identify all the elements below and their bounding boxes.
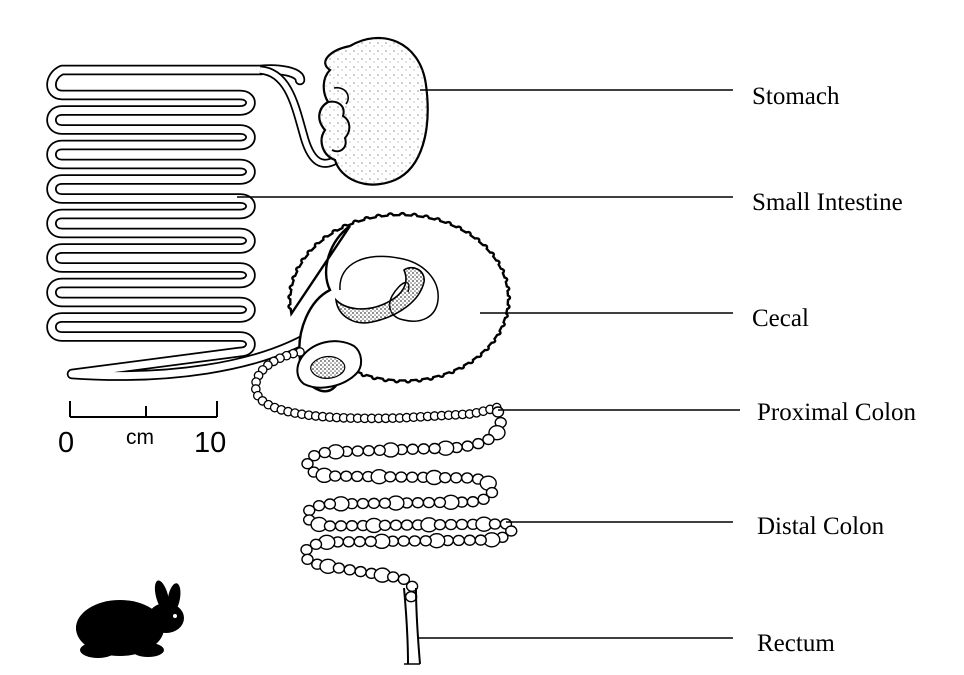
rabbit-icon — [76, 579, 184, 658]
label-distal-colon: Distal Colon — [757, 513, 885, 540]
scale-start: 0 — [58, 427, 74, 459]
scale-bar: 0 cm 10 — [58, 401, 226, 459]
label-cecal: Cecal — [752, 305, 809, 332]
label-rectum: Rectum — [757, 630, 835, 657]
label-small-intestine: Small Intestine — [752, 189, 903, 216]
scale-end: 10 — [194, 427, 226, 459]
scale-unit: cm — [126, 426, 154, 449]
stomach-drawing — [319, 38, 427, 184]
cecum-drawing — [288, 213, 510, 391]
label-proximal-colon: Proximal Colon — [757, 399, 917, 426]
distal-colon-drawing — [301, 407, 517, 602]
label-stomach: Stomach — [752, 83, 840, 110]
